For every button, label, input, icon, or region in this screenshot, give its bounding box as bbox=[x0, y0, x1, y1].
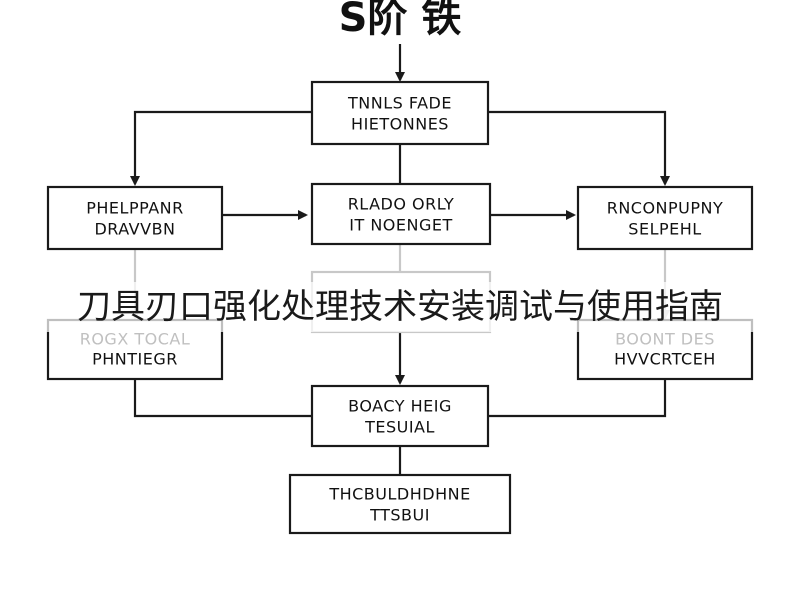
node-right: RNCONPUPNY SELPEHL bbox=[576, 185, 754, 251]
node-left-line1: PHELPPANR bbox=[86, 199, 184, 218]
node-final: THCBULDHDHNE TTSBUI bbox=[288, 473, 512, 535]
overlay-caption: 刀具刃口强化处理技术安装调试与使用指南 bbox=[0, 282, 800, 332]
node-bottom-line1: BOACY HEIG bbox=[348, 397, 452, 416]
node-center: RLADO ORLY IT NOENGET bbox=[310, 182, 492, 246]
node-center-box bbox=[310, 182, 492, 246]
node-left: PHELPPANR DRAVVBN bbox=[46, 185, 224, 251]
node-left-lower-line1: ROGX TOCAL bbox=[80, 330, 191, 349]
node-bottom-line2: TESUIAL bbox=[364, 418, 435, 437]
node-bottom: BOACY HEIG TESUIAL bbox=[310, 384, 490, 448]
node-left-line2: DRAVVBN bbox=[94, 220, 175, 239]
node-final-line2: TTSBUI bbox=[369, 506, 430, 525]
node-bottom-box bbox=[310, 384, 490, 448]
connectors bbox=[130, 44, 670, 475]
node-top-line2: HIETONNES bbox=[351, 115, 449, 134]
node-center-line1: RLADO ORLY bbox=[348, 195, 455, 214]
edge-top-right bbox=[488, 110, 670, 186]
node-top-line1: TNNLS FADE bbox=[347, 94, 452, 113]
diagram-title: S阶 铁 bbox=[339, 0, 462, 41]
node-left-lower-line2: PHNTIEGR bbox=[92, 350, 178, 369]
node-right-line2: SELPEHL bbox=[628, 220, 701, 239]
node-left-box bbox=[46, 185, 224, 251]
edge-top-left bbox=[130, 110, 312, 186]
node-top-box bbox=[310, 80, 490, 146]
node-right-box bbox=[576, 185, 754, 251]
node-right-lower-line2: HVVCRTCEH bbox=[614, 350, 716, 369]
edge-leftlower-bottom bbox=[133, 379, 312, 418]
node-center-line2: IT NOENGET bbox=[349, 216, 453, 235]
edge-rightlower-bottom bbox=[488, 379, 667, 418]
node-right-lower-line1: BOONT DES bbox=[615, 330, 715, 349]
node-top: TNNLS FADE HIETONNES bbox=[310, 80, 490, 146]
node-final-box bbox=[288, 473, 512, 535]
node-final-line1: THCBULDHDHNE bbox=[328, 485, 470, 504]
node-right-line1: RNCONPUPNY bbox=[607, 199, 724, 218]
